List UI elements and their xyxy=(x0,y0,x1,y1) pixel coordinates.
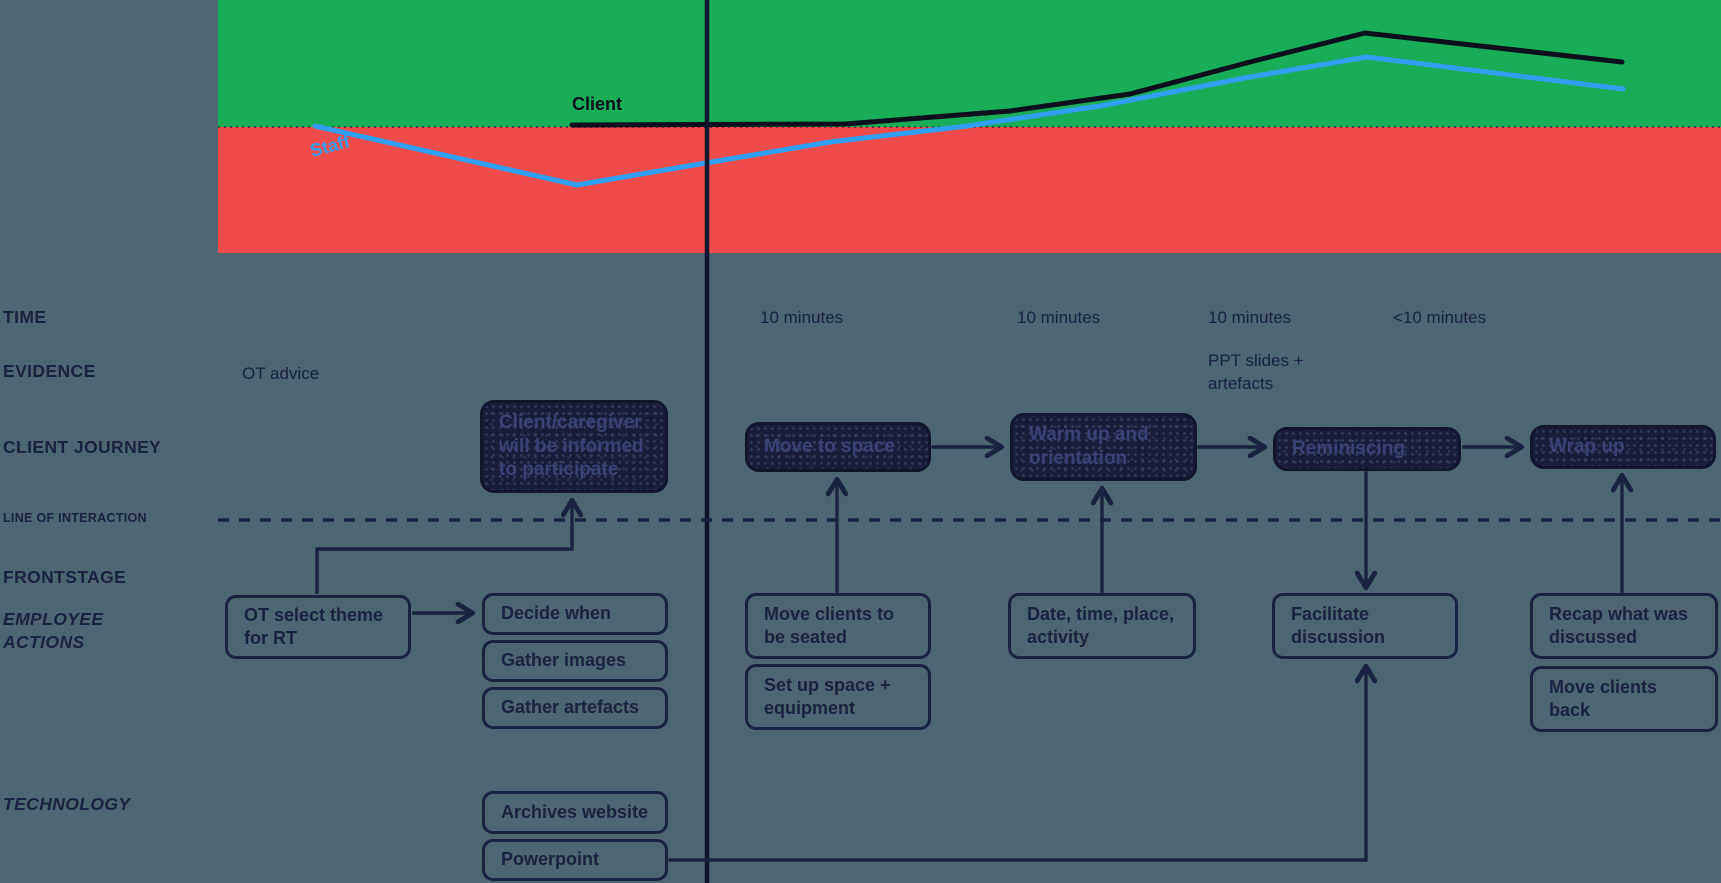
row-label-time: TIME xyxy=(3,307,47,327)
time-value-3: 10 minutes xyxy=(1208,308,1292,327)
row-label-employee-actions: EMPLOYEE ACTIONS xyxy=(3,609,104,652)
action-box-ot-select-theme-label: OT select theme for RT xyxy=(244,604,384,648)
action-box-decide-when: Decide when xyxy=(482,593,668,635)
action-box-move-clients-back: Move clients back xyxy=(1530,666,1718,732)
action-box-setup-space: Set up space + equipment xyxy=(745,664,931,730)
journey-box-move-to-space-label: Move to space xyxy=(764,436,895,458)
row-label-evidence: EVIDENCE xyxy=(3,361,96,381)
action-box-move-clients-back-label: Move clients back xyxy=(1549,676,1658,720)
action-box-gather-artefacts-label: Gather artefacts xyxy=(501,697,640,718)
journey-box-informed-label: Client/caregiver will be informed to par… xyxy=(499,411,644,481)
journey-box-move-to-space: Move to space xyxy=(745,422,931,472)
client-line-label: Client xyxy=(572,94,623,114)
time-value-1: 10 minutes xyxy=(760,308,844,327)
action-box-gather-artefacts: Gather artefacts xyxy=(482,687,668,729)
journey-box-wrap-up-label: Wrap up xyxy=(1549,436,1625,458)
row-label-technology: TECHNOLOGY xyxy=(3,794,131,814)
row-label-client-journey: CLIENT JOURNEY xyxy=(3,437,162,457)
action-box-move-clients-seated-label: Move clients to be seated xyxy=(764,603,895,647)
time-value-2: 10 minutes xyxy=(1017,308,1101,327)
evidence-ppt-slides: PPT slides + artefacts xyxy=(1208,351,1304,393)
tech-box-archives-website: Archives website xyxy=(482,791,668,834)
journey-box-warm-up: Warm up and orientation xyxy=(1010,413,1197,481)
positive-emotion-band xyxy=(218,0,1721,127)
negative-emotion-band xyxy=(218,127,1721,253)
action-box-date-time-place-label: Date, time, place, activity xyxy=(1027,603,1175,647)
action-box-gather-images-label: Gather images xyxy=(501,650,627,671)
action-box-ot-select-theme: OT select theme for RT xyxy=(225,595,411,659)
journey-box-reminiscing-label: Reminiscing xyxy=(1292,438,1405,460)
action-box-facilitate-discussion: Facilitate discussion xyxy=(1272,593,1458,659)
journey-box-informed: Client/caregiver will be informed to par… xyxy=(480,400,668,493)
tech-box-powerpoint: Powerpoint xyxy=(482,839,668,881)
journey-box-warm-up-label: Warm up and orientation xyxy=(1029,424,1149,469)
action-box-date-time-place: Date, time, place, activity xyxy=(1008,593,1196,659)
action-box-facilitate-discussion-label: Facilitate discussion xyxy=(1291,603,1386,647)
journey-box-wrap-up: Wrap up xyxy=(1530,425,1716,469)
tech-box-archives-website-label: Archives website xyxy=(501,801,649,822)
journey-box-reminiscing: Reminiscing xyxy=(1273,427,1461,471)
action-box-move-clients-seated: Move clients to be seated xyxy=(745,593,931,659)
action-box-recap-label: Recap what was discussed xyxy=(1549,603,1689,647)
action-box-setup-space-label: Set up space + equipment xyxy=(764,674,891,718)
connector-ot-to-journey1 xyxy=(315,503,572,594)
row-label-line-of-interaction: LINE OF INTERACTION xyxy=(3,511,147,525)
action-box-gather-images: Gather images xyxy=(482,640,668,682)
evidence-ot-advice: OT advice xyxy=(242,364,320,383)
action-box-decide-when-label: Decide when xyxy=(501,603,612,624)
time-value-4: <10 minutes xyxy=(1393,308,1487,327)
row-label-frontstage: FRONTSTAGE xyxy=(3,567,127,587)
tech-box-powerpoint-label: Powerpoint xyxy=(501,849,599,870)
action-box-recap: Recap what was discussed xyxy=(1530,593,1718,659)
